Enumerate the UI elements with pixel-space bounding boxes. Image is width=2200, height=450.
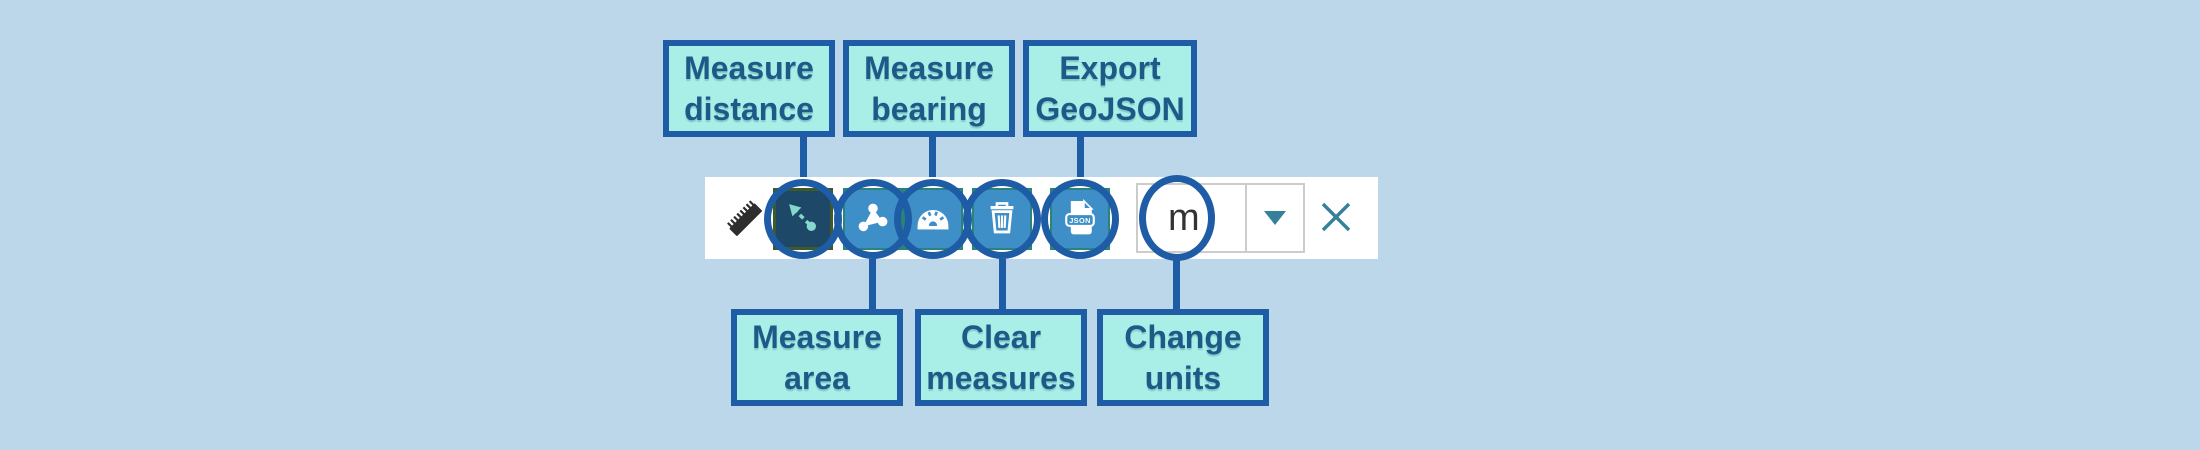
callout-measure-distance: Measure distance — [663, 40, 835, 137]
protractor-icon — [913, 198, 953, 241]
callout-change-units: Change units — [1097, 309, 1269, 406]
callout-measure-bearing-label: Measure bearing — [864, 49, 994, 127]
callout-clear-measures-label: Clear measures — [926, 318, 1076, 396]
close-toolbar-button[interactable] — [1317, 199, 1355, 237]
close-x-icon — [1318, 199, 1354, 238]
connector-clear-measures — [999, 253, 1006, 315]
callout-measure-distance-label: Measure distance — [684, 49, 814, 127]
clear-measures-button[interactable] — [972, 188, 1032, 250]
caret-down-icon — [1264, 211, 1286, 225]
callout-measure-area: Measure area — [731, 309, 903, 406]
ruler-icon — [717, 191, 771, 245]
connector-change-units — [1173, 253, 1180, 315]
export-geojson-button[interactable]: JSON — [1050, 188, 1110, 250]
callout-measure-area-label: Measure area — [752, 318, 882, 396]
callout-export-geojson-label: Export GeoJSON — [1035, 49, 1185, 127]
measure-distance-button[interactable] — [773, 188, 833, 250]
trash-icon — [983, 199, 1021, 240]
callout-change-units-label: Change units — [1124, 318, 1242, 396]
units-current-value: m — [1168, 196, 1200, 239]
connector-measure-distance — [800, 131, 807, 185]
area-polygon-icon — [855, 200, 891, 239]
measure-toolbar: JSON m — [705, 177, 1378, 259]
measure-area-button[interactable] — [843, 188, 903, 250]
json-badge-text: JSON — [1069, 215, 1091, 224]
distance-arrow-icon — [783, 198, 823, 241]
connector-measure-bearing — [929, 131, 936, 185]
connector-export-geojson — [1077, 131, 1084, 185]
json-file-icon: JSON — [1059, 197, 1101, 242]
measure-bearing-button[interactable] — [903, 188, 963, 250]
units-select[interactable]: m — [1136, 183, 1247, 253]
callout-clear-measures: Clear measures — [915, 309, 1087, 406]
callout-measure-bearing: Measure bearing — [843, 40, 1015, 137]
callout-export-geojson: Export GeoJSON — [1023, 40, 1197, 137]
units-dropdown-button[interactable] — [1245, 183, 1305, 253]
connector-measure-area — [869, 253, 876, 315]
